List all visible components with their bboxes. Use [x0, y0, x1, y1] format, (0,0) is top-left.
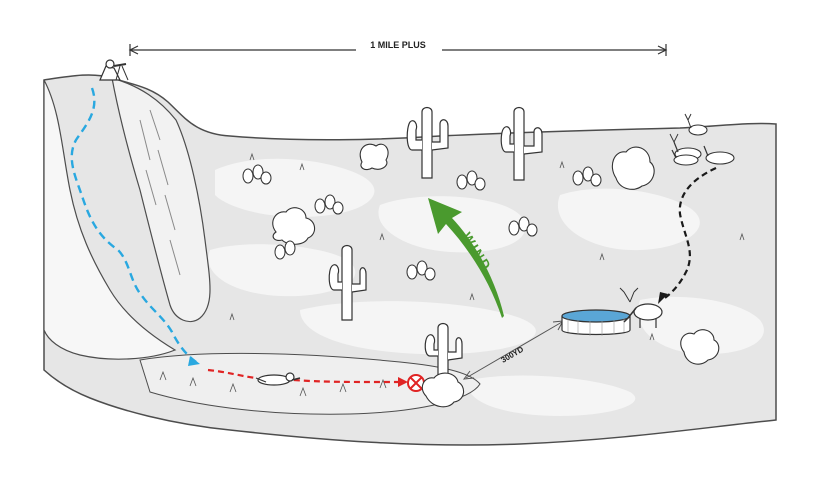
terrain [43, 74, 777, 446]
grass-band [139, 352, 481, 415]
prickly-pear-icon [314, 194, 344, 215]
terrain-patch [557, 188, 700, 251]
prickly-pear-icon [456, 170, 486, 191]
prickly-pear-icon [242, 164, 272, 185]
hunter-stalk-path [70, 87, 197, 363]
hunter-glassing-icon [99, 59, 129, 81]
shooting-position-icon [407, 374, 425, 392]
hunter-crawling-icon [255, 372, 301, 386]
prickly-pear-icon [572, 166, 602, 187]
prickly-pear-icon [406, 260, 436, 281]
distance-label: 1 MILE PLUS [370, 40, 426, 50]
terrain-patch [468, 375, 636, 416]
elk-travel-arrowhead [658, 292, 668, 304]
distance-bracket: 1 MILE PLUS [128, 38, 668, 56]
saguaro-cactus-icon [500, 106, 543, 181]
shrub-icon [421, 372, 465, 408]
prickly-pear-icon [274, 240, 296, 260]
saguaro-cactus-icon [406, 106, 449, 179]
terrain-patch [208, 244, 356, 297]
shrub-icon [359, 143, 389, 171]
terrain-patch [300, 301, 536, 355]
hunter-crawl-arrowhead [398, 377, 408, 387]
hunter-stalk-arrowhead [188, 356, 200, 366]
shrub-icon [611, 146, 655, 190]
hunter-crawl-path [207, 368, 404, 384]
grass-tufts [159, 152, 745, 397]
elk-drinking-icon [619, 287, 663, 328]
shrub-icon [680, 329, 720, 365]
prickly-pear-icon [508, 216, 538, 237]
ridge-cliff [111, 77, 211, 323]
elk-herd-icon [669, 113, 735, 166]
ridge-shading [139, 109, 181, 276]
left-bank [43, 79, 177, 360]
elk-travel-path [661, 167, 717, 301]
terrain-patch [638, 296, 764, 355]
water-tank-icon [561, 309, 631, 336]
saguaro-cactus-icon [328, 244, 367, 321]
saguaro-cactus-icon [424, 322, 463, 377]
shrub-icon [272, 207, 316, 245]
